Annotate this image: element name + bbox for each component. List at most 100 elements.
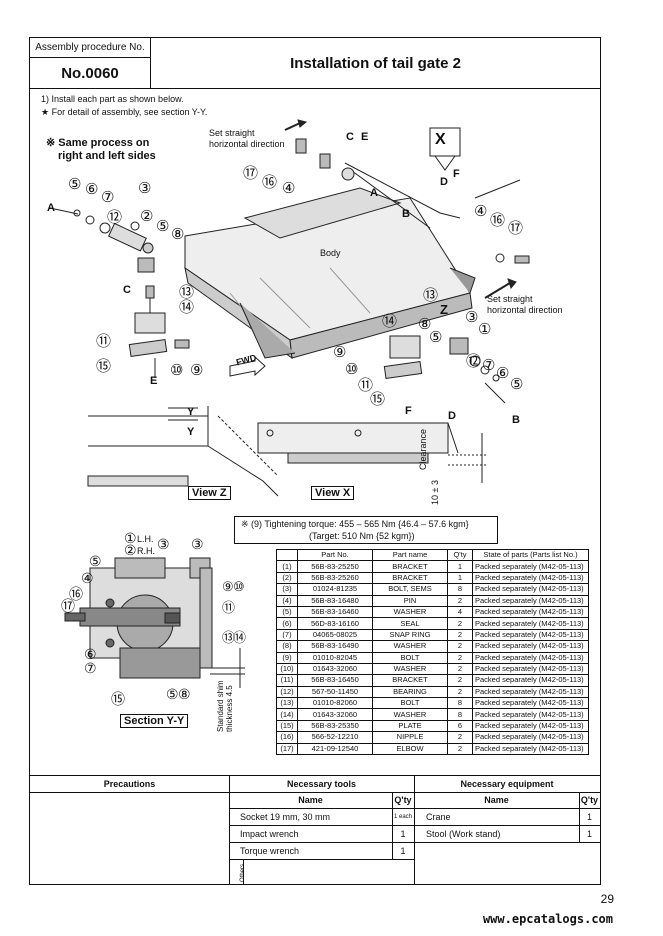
letter-e-left: E — [150, 375, 158, 387]
qty: 8 — [447, 708, 473, 721]
letter-y-2: Y — [187, 426, 195, 438]
callout-8-left: ⑧ — [171, 226, 185, 243]
part-no: 01010-82045 — [297, 651, 373, 664]
qty: 2 — [447, 731, 473, 744]
part-no: 56D-83-16160 — [297, 617, 373, 630]
row-index: (17) — [276, 742, 298, 756]
tool-2-name: Impact wrench — [240, 828, 299, 839]
state-of-parts: Packed separately (M42-05-113) — [472, 617, 589, 630]
qty: 2 — [447, 674, 473, 687]
section-callout-11: ⑪ — [222, 600, 236, 615]
assembly-procedure-label: Assembly procedure No. — [30, 38, 151, 58]
callout-11-right: ⑪ — [358, 377, 374, 394]
instruction-line-2: ★ For detail of assembly, see section Y-… — [41, 107, 208, 117]
necessary-equipment-label: Necessary equipment — [460, 778, 554, 789]
row-index: (1) — [276, 560, 298, 573]
callout-11-left: ⑪ — [96, 333, 112, 350]
page-number: 29 — [600, 892, 614, 906]
view-z-label: View Z — [188, 486, 231, 500]
qty: 1 — [447, 560, 473, 573]
letter-e-top: E — [361, 131, 369, 143]
section-callout-9: ⑨ — [222, 579, 234, 594]
callout-5-right: ⑤ — [429, 329, 443, 346]
part-no: 567-50-11450 — [297, 685, 373, 699]
row-index: (12) — [276, 685, 298, 699]
part-no: 56B-83-16460 — [297, 605, 373, 619]
callout-4-top: ④ — [282, 180, 296, 197]
letter-b-right: B — [512, 414, 520, 426]
parts-table-header: Part No. Part name Q'ty State of parts (… — [276, 548, 589, 562]
part-no: 56B-83-25350 — [297, 719, 373, 733]
part-no: 01010-82060 — [297, 697, 373, 710]
callout-12-right: ⑫ — [466, 353, 482, 370]
tool-2-qty: 1 — [400, 828, 406, 839]
callout-15-right: ⑮ — [370, 391, 386, 408]
letter-y-1: Y — [187, 406, 195, 418]
qty: 2 — [447, 651, 473, 664]
bottom-divider — [30, 775, 600, 776]
section-callout-5b: ⑤ — [166, 686, 179, 702]
qty: 2 — [447, 685, 473, 699]
part-name: BOLT — [372, 651, 448, 664]
callout-13-left: ⑬ — [179, 284, 195, 301]
part-name: BOLT — [372, 697, 448, 710]
callout-15-left: ⑮ — [96, 358, 112, 375]
letter-f-top: F — [453, 168, 460, 180]
part-name: BRACKET — [372, 560, 448, 573]
part-no: 56B-83-25260 — [297, 571, 373, 585]
part-name: WASHER — [372, 662, 448, 676]
set-straight-right-1: Set straight — [487, 294, 533, 304]
callout-1-right: ① — [478, 321, 492, 338]
precautions-label: Precautions — [103, 778, 156, 789]
part-name: SEAL — [372, 617, 448, 630]
part-no: 56B-83-16480 — [297, 594, 373, 607]
section-lh-label: L.H. — [137, 534, 154, 544]
state-of-parts: Packed separately (M42-05-113) — [472, 583, 589, 596]
others-label: Others — [240, 863, 246, 882]
clearance-label: Clearance — [418, 428, 428, 470]
state-of-parts: Packed separately (M42-05-113) — [472, 719, 589, 733]
callout-8-right: ⑧ — [418, 316, 432, 333]
equipment-1-name: Crane — [426, 811, 451, 822]
qty: 2 — [447, 662, 473, 676]
page-frame — [29, 37, 601, 885]
part-no: 56B-83-25250 — [297, 560, 373, 573]
part-name: WASHER — [372, 708, 448, 721]
letter-c-left: C — [123, 284, 131, 296]
section-callout-14: ⑭ — [233, 630, 247, 645]
part-name: PIN — [372, 594, 448, 607]
part-name: ELBOW — [372, 742, 448, 756]
part-name: PLATE — [372, 719, 448, 733]
equipment-2-name: Stool (Work stand) — [426, 828, 501, 839]
callout-10-right: ⑩ — [345, 361, 359, 378]
row-index: (5) — [276, 605, 298, 619]
part-no: 01643-32060 — [297, 708, 373, 721]
row-index: (8) — [276, 640, 298, 653]
state-of-parts: Packed separately (M42-05-113) — [472, 571, 589, 585]
part-name: BRACKET — [372, 571, 448, 585]
set-straight-right-2: horizontal direction — [487, 305, 563, 315]
set-straight-top-2: horizontal direction — [209, 139, 285, 149]
part-name: WASHER — [372, 640, 448, 653]
row-index: (10) — [276, 662, 298, 676]
same-process-note-1: ※ Same process on — [46, 137, 150, 149]
equipment-name-header: Name — [484, 795, 509, 805]
qty: 2 — [447, 594, 473, 607]
footer-url[interactable]: www.epcatalogs.com — [482, 912, 613, 926]
state-of-parts: Packed separately (M42-05-113) — [472, 651, 589, 664]
section-callout-13: ⑬ — [222, 630, 236, 645]
row-index: (13) — [276, 697, 298, 710]
tool-1-name: Socket 19 mm, 30 mm — [240, 811, 331, 822]
callout-17-right: ⑰ — [508, 220, 524, 237]
necessary-tools-label: Necessary tools — [286, 778, 357, 789]
tool-1-qty: 1 each — [393, 813, 412, 820]
